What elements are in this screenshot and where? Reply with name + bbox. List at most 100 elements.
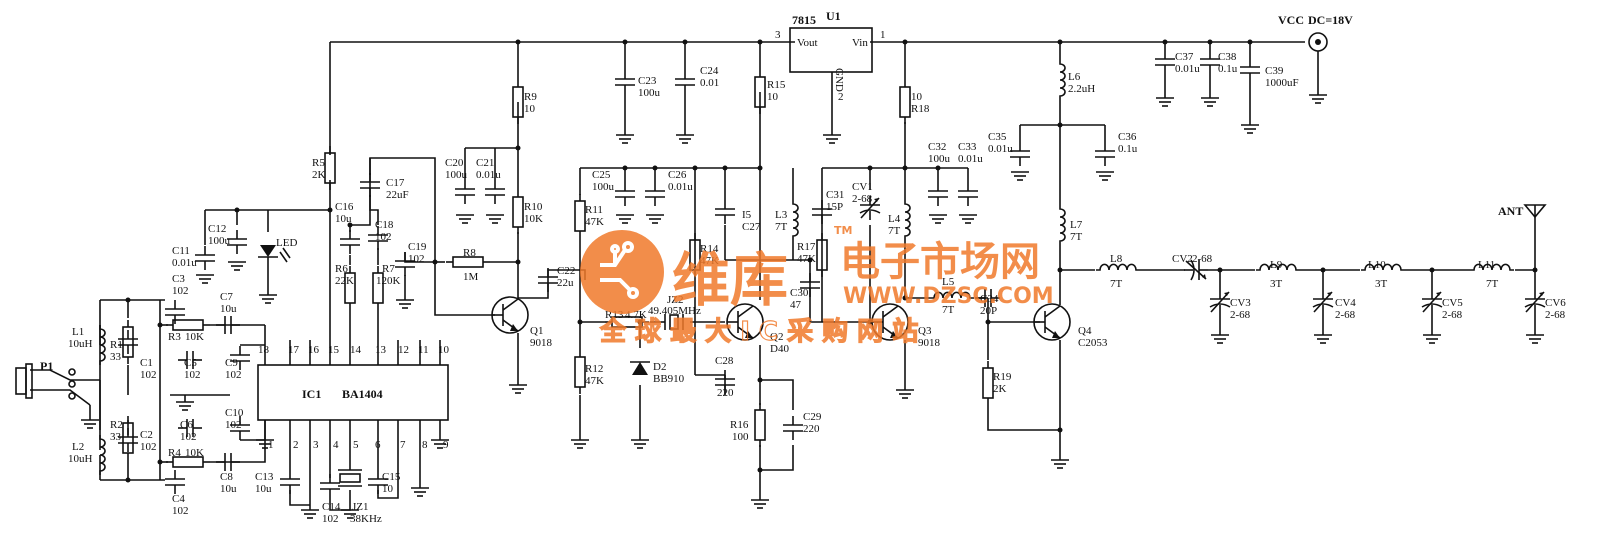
svg-text:C30: C30 xyxy=(790,287,809,299)
svg-text:10u: 10u xyxy=(255,483,272,495)
svg-text:20P: 20P xyxy=(980,305,997,317)
antenna-label: ANT xyxy=(1498,204,1523,218)
svg-text:102: 102 xyxy=(375,231,392,243)
svg-text:C23: C23 xyxy=(638,75,657,87)
svg-text:CV1: CV1 xyxy=(852,181,873,193)
svg-text:C26: C26 xyxy=(668,169,687,181)
ic-pin-top: 15 xyxy=(328,344,340,356)
svg-text:47: 47 xyxy=(790,299,802,311)
svg-text:CV3: CV3 xyxy=(1230,297,1251,309)
svg-text:10u: 10u xyxy=(220,483,237,495)
svg-text:L7: L7 xyxy=(1070,219,1083,231)
svg-text:2-68: 2-68 xyxy=(1192,253,1213,265)
ic1-ba1404: IC1 BA1404 18 17 16 15 14 13 12 11 10 1 … xyxy=(257,344,450,451)
inductor-l6: L62.2uH xyxy=(1059,59,1095,101)
svg-text:R15: R15 xyxy=(767,79,786,91)
svg-text:47K: 47K xyxy=(700,255,719,267)
ic-pin-bottom: 3 xyxy=(313,439,319,451)
svg-text:0.01: 0.01 xyxy=(700,77,719,89)
svg-text:C36: C36 xyxy=(1118,131,1137,143)
ic-top-pins: 18 17 16 15 14 13 12 11 10 xyxy=(258,344,450,356)
ic-pin-bottom: 1 xyxy=(268,439,274,451)
svg-text:100u: 100u xyxy=(638,87,661,99)
svg-text:C7: C7 xyxy=(220,291,233,303)
svg-text:I5: I5 xyxy=(742,209,752,221)
svg-text:0.1u: 0.1u xyxy=(1218,63,1238,75)
svg-text:R9: R9 xyxy=(524,91,537,103)
svg-text:JZ2: JZ2 xyxy=(667,294,684,306)
svg-text:220: 220 xyxy=(717,387,734,399)
svg-text:C2: C2 xyxy=(140,429,153,441)
svg-text:D2: D2 xyxy=(653,361,666,373)
svg-text:0.01u: 0.01u xyxy=(1175,63,1200,75)
svg-text:7T: 7T xyxy=(775,221,788,233)
svg-text:100u: 100u xyxy=(445,169,468,181)
svg-text:33: 33 xyxy=(110,431,122,443)
svg-text:7T: 7T xyxy=(942,304,955,316)
svg-text:D40: D40 xyxy=(770,343,789,355)
svg-text:R18: R18 xyxy=(911,103,930,115)
regulator-pin2: 2 xyxy=(838,91,844,103)
svg-text:102: 102 xyxy=(225,419,242,431)
dc-label: DC=18V xyxy=(1308,13,1353,27)
ic-bottom-pins: 1 2 3 4 5 6 7 8 9 xyxy=(268,439,449,451)
regulator-vout: Vout xyxy=(797,37,818,49)
svg-text:C34: C34 xyxy=(980,293,999,305)
svg-text:C6: C6 xyxy=(180,419,193,431)
svg-text:0.01u: 0.01u xyxy=(988,143,1013,155)
svg-text:2-68: 2-68 xyxy=(1442,309,1463,321)
svg-text:10u: 10u xyxy=(335,213,352,225)
svg-text:C5: C5 xyxy=(184,357,197,369)
svg-text:10K: 10K xyxy=(185,447,204,459)
svg-text:C29: C29 xyxy=(803,411,822,423)
svg-text:102: 102 xyxy=(184,369,201,381)
svg-text:2.2uH: 2.2uH xyxy=(1068,83,1095,95)
ic-pin-bottom: 4 xyxy=(333,439,339,451)
ic-pin-bottom: 8 xyxy=(422,439,428,451)
svg-text:102: 102 xyxy=(225,369,242,381)
svg-text:CV5: CV5 xyxy=(1442,297,1463,309)
svg-text:10: 10 xyxy=(911,91,923,103)
svg-text:Q1: Q1 xyxy=(530,325,543,337)
svg-text:100u: 100u xyxy=(208,235,231,247)
svg-text:Q3: Q3 xyxy=(918,325,932,337)
svg-text:R14: R14 xyxy=(700,243,719,255)
svg-text:C28: C28 xyxy=(715,355,734,367)
ic-pin-top: 14 xyxy=(350,344,362,356)
ic-pin-top: 17 xyxy=(288,344,300,356)
ic-pin-bottom: 9 xyxy=(443,439,449,451)
svg-text:100u: 100u xyxy=(592,181,615,193)
svg-text:220: 220 xyxy=(803,423,820,435)
svg-text:C2053: C2053 xyxy=(1078,337,1108,349)
svg-text:1M: 1M xyxy=(463,271,479,283)
